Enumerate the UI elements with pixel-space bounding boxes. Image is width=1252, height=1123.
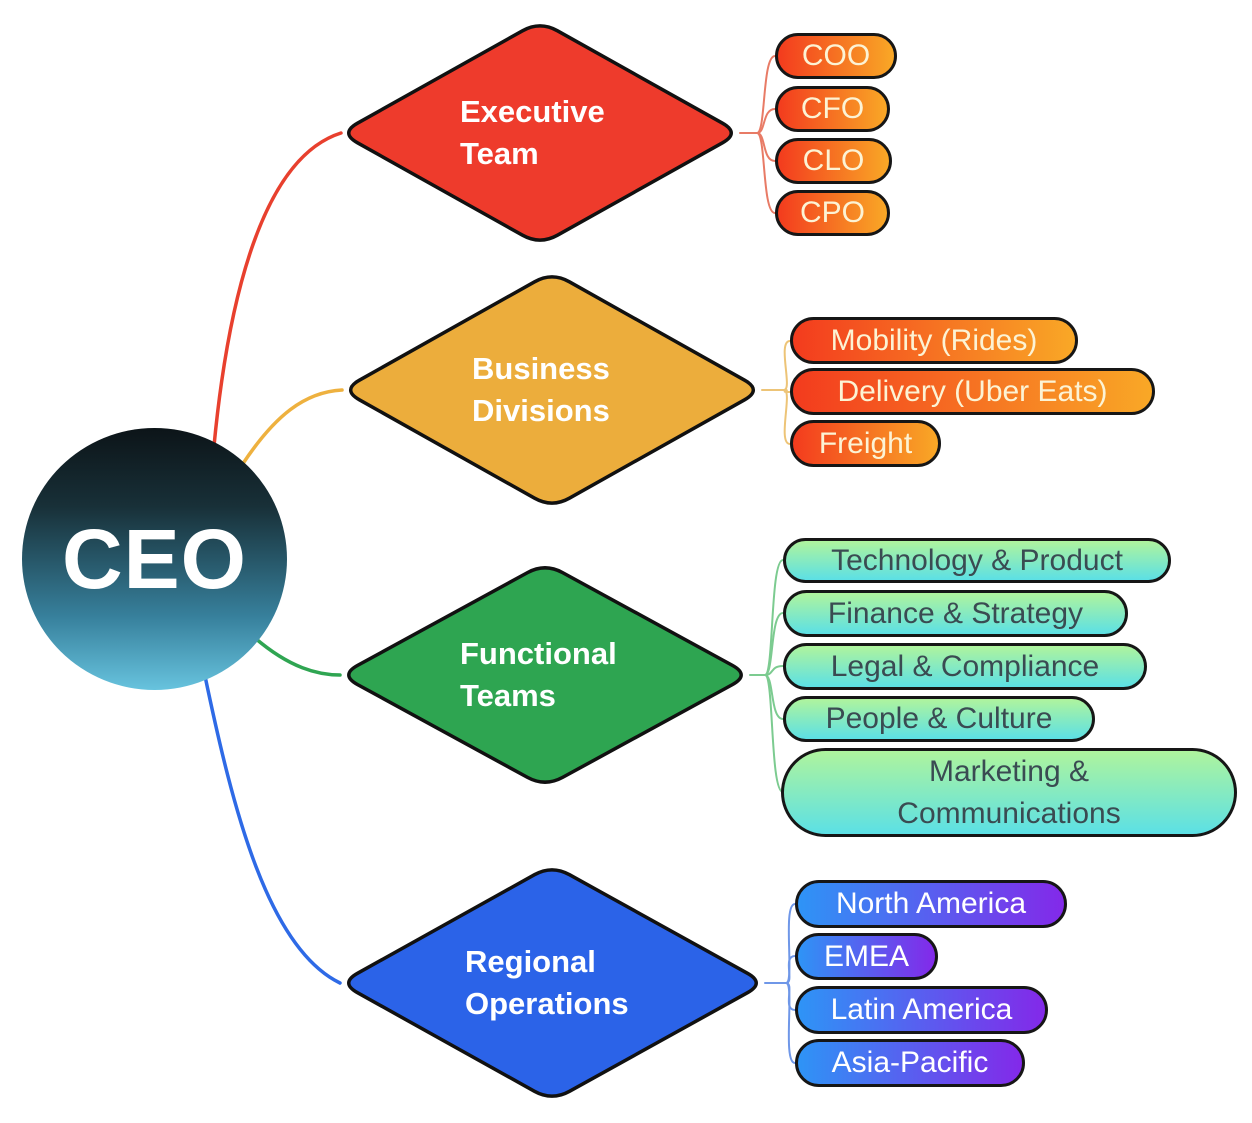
diamond-functional-teams[interactable] [347,566,743,784]
connector-latin-america [785,982,796,1011]
pill-freight[interactable]: Freight [790,420,941,467]
child-connectors-regional-operations [764,903,796,1064]
ceo-node[interactable]: CEO [22,428,287,690]
connector-marketing-communications [764,674,784,793]
diamond-regional-operations[interactable] [347,868,758,1098]
connector-asia-pacific [785,982,796,1064]
connector-technology-product [764,559,784,676]
pill-emea[interactable]: EMEA [795,933,938,980]
pill-cfo[interactable]: CFO [775,86,890,132]
pill-north-america[interactable]: North America [795,880,1067,928]
connector-finance-strategy [764,612,784,676]
pill-people-culture[interactable]: People & Culture [783,696,1095,742]
child-connectors-executive-team [739,55,776,214]
branch-line-executive-team [212,131,343,448]
ceo-label: CEO [61,511,248,606]
pill-legal-compliance[interactable]: Legal & Compliance [783,643,1147,690]
connector-north-america [785,903,796,984]
pill-technology-product[interactable]: Technology & Product [783,538,1171,583]
pill-cpo[interactable]: CPO [775,190,890,236]
branch-line-regional-operations [203,674,342,985]
branch-line-business-divisions [240,388,344,467]
pill-clo[interactable]: CLO [775,138,892,184]
child-connectors-functional-teams [749,559,784,793]
pill-coo[interactable]: COO [775,33,897,79]
branch-line-functional-teams [253,636,342,677]
child-connectors-business-divisions [761,340,791,445]
pill-delivery-uber-eats[interactable]: Delivery (Uber Eats) [790,368,1155,415]
pill-latin-america[interactable]: Latin America [795,986,1048,1034]
pill-mobility-rides[interactable]: Mobility (Rides) [790,317,1078,364]
connector-mobility [783,340,791,391]
connector-freight [783,389,791,445]
connector-cpo [756,132,776,214]
connector-emea [785,955,796,984]
pill-marketing-communications[interactable]: Marketing & Communications [781,748,1237,837]
connector-coo [756,55,776,134]
pill-asia-pacific[interactable]: Asia-Pacific [795,1039,1025,1087]
diamond-business-divisions[interactable] [348,275,756,505]
connector-cfo [756,108,776,134]
pill-finance-strategy[interactable]: Finance & Strategy [783,590,1128,637]
diamond-executive-team[interactable] [347,24,733,242]
